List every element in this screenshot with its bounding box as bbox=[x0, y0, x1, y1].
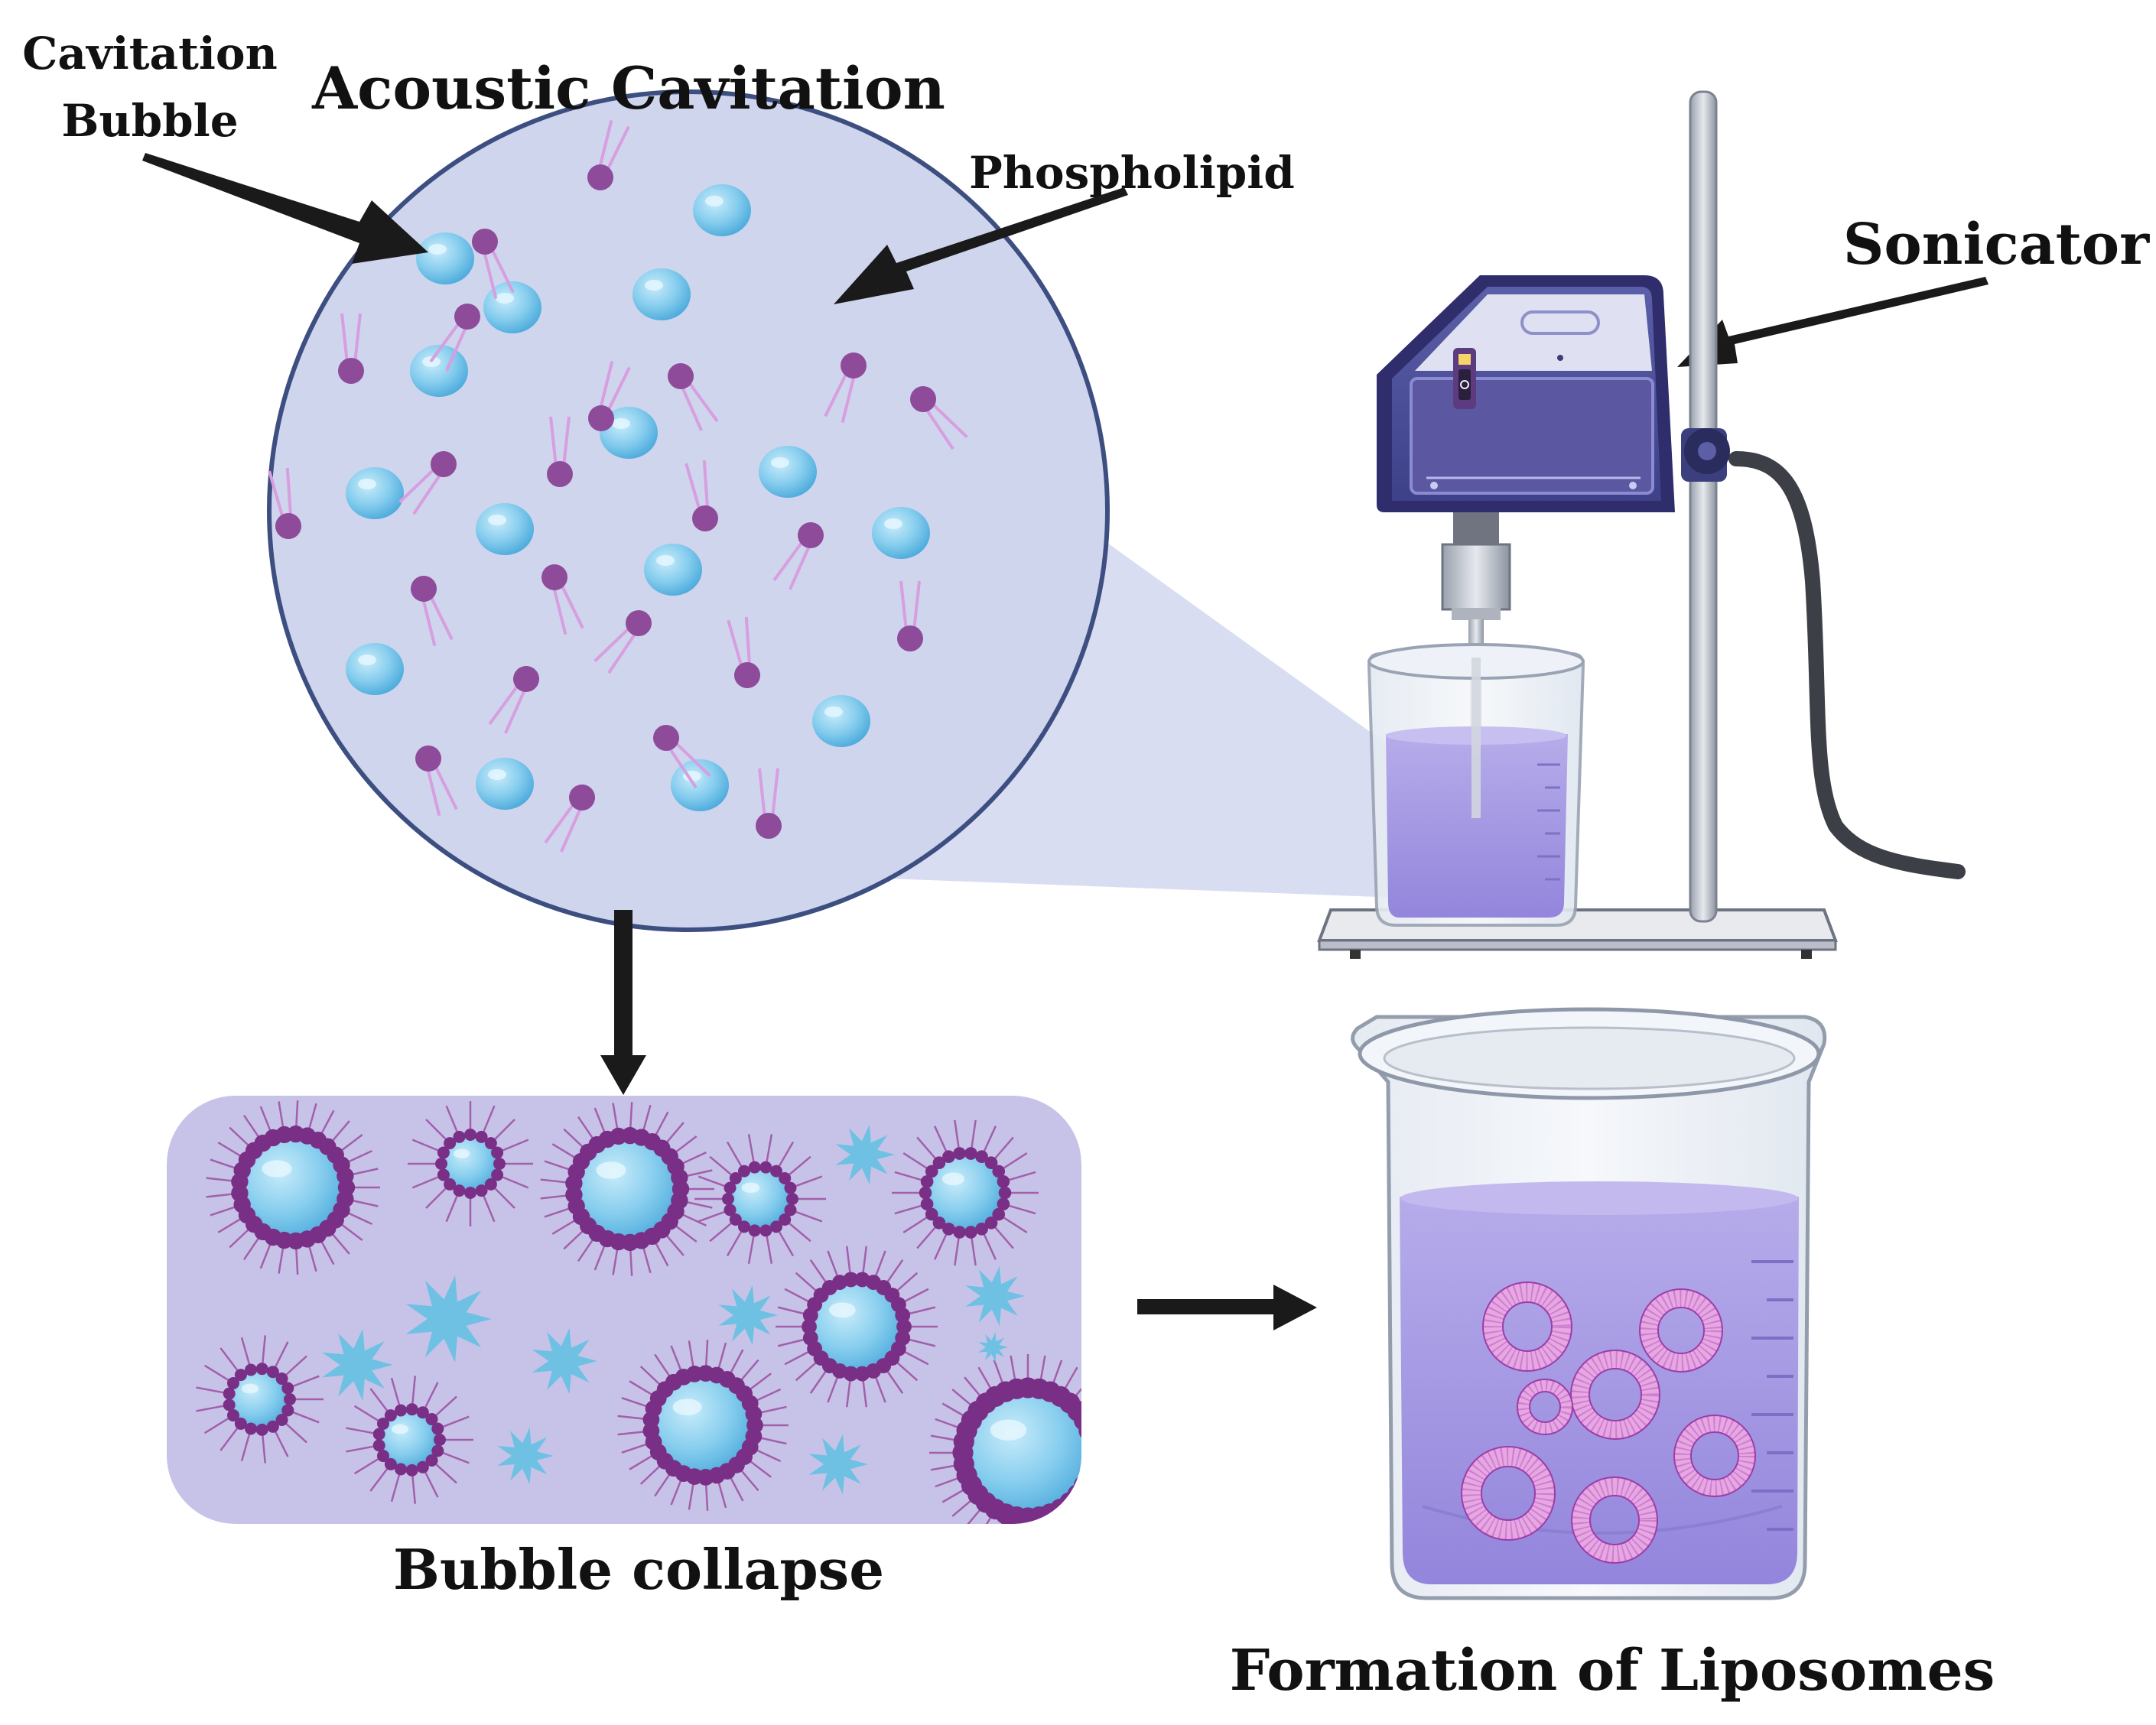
liposome-icon bbox=[1571, 1476, 1658, 1564]
collapsed-bubble bbox=[808, 1434, 868, 1495]
phospholipid-icon bbox=[653, 725, 711, 789]
collapsed-bubble bbox=[718, 1285, 778, 1346]
phospholipid-icon bbox=[415, 746, 458, 817]
sonicator-icon bbox=[1317, 90, 1966, 959]
phospholipid-icon bbox=[772, 522, 824, 590]
phospholipid-icon bbox=[588, 360, 631, 431]
formation-of-liposomes-label: Formation of Liposomes bbox=[1230, 1638, 1995, 1704]
cavitation-bubble bbox=[693, 184, 751, 236]
bubble-collapse-label: Bubble collapse bbox=[393, 1537, 884, 1602]
collapsed-bubble bbox=[321, 1328, 393, 1402]
cavitation-bubble bbox=[483, 281, 541, 333]
liposome-beaker-icon bbox=[1351, 1007, 1827, 1600]
collapsed-bubble bbox=[497, 1427, 554, 1485]
cavitation-bubble-label-line2: Bubble bbox=[61, 95, 238, 147]
phospholipid-icon bbox=[488, 666, 539, 734]
beaker-icon bbox=[1367, 643, 1585, 927]
phospholipid-icon bbox=[824, 352, 867, 424]
phospholipid-icon bbox=[338, 313, 364, 384]
phospholipid-icon bbox=[668, 363, 719, 431]
phospholipid-icon bbox=[756, 768, 782, 839]
lipid-coated-bubble bbox=[206, 1100, 380, 1275]
lipid-coated-bubble bbox=[196, 1335, 324, 1463]
cavitation-bubble bbox=[600, 407, 658, 459]
pointer-arrow-icon bbox=[834, 187, 1128, 304]
cavitation-bubble bbox=[476, 503, 534, 555]
phospholipid-icon bbox=[897, 580, 923, 651]
phospholipid-icon bbox=[429, 304, 480, 372]
phospholipid-icon bbox=[593, 610, 652, 674]
cavitation-bubble bbox=[346, 467, 404, 519]
cavitation-bubble bbox=[759, 446, 817, 498]
cavitation-bubble bbox=[644, 544, 702, 596]
circle-contents bbox=[268, 119, 968, 853]
phospholipid-icon bbox=[727, 616, 760, 688]
lipid-coated-bubble bbox=[694, 1134, 826, 1264]
phospholipid-icon bbox=[910, 386, 968, 450]
liposome-icon bbox=[1639, 1288, 1723, 1373]
collapse-contents bbox=[196, 1100, 1081, 1524]
lipid-coated-bubble bbox=[346, 1376, 473, 1504]
phospholipid-icon bbox=[411, 576, 454, 647]
lipid-coated-bubble bbox=[776, 1246, 938, 1408]
phospholipid-icon bbox=[472, 229, 515, 300]
liposome-icon bbox=[1570, 1350, 1660, 1440]
sonicator-label: Sonicator bbox=[1843, 212, 2150, 278]
phospholipid-icon bbox=[685, 460, 718, 531]
lipid-coated-bubble bbox=[540, 1102, 714, 1276]
collapsed-bubble bbox=[978, 1332, 1008, 1363]
phospholipid-icon bbox=[587, 119, 630, 190]
acoustic-cavitation-title: Acoustic Cavitation bbox=[311, 54, 945, 122]
cavitation-bubble bbox=[476, 758, 534, 810]
lipid-coated-bubble bbox=[617, 1340, 789, 1511]
phospholipid-icon bbox=[547, 416, 573, 487]
liposome-icon bbox=[1517, 1379, 1573, 1435]
lipid-coated-bubble bbox=[892, 1119, 1039, 1266]
liposome-icon bbox=[1461, 1446, 1556, 1541]
collapsed-bubble bbox=[405, 1275, 492, 1363]
phospholipid-icon bbox=[398, 451, 457, 515]
phospholipid-icon bbox=[541, 564, 584, 635]
cavitation-bubble bbox=[812, 695, 870, 747]
phospholipid-icon bbox=[268, 467, 301, 539]
cavitation-bubble bbox=[416, 232, 474, 284]
phospholipid-icon bbox=[544, 785, 595, 853]
pointer-arrow-icon bbox=[142, 153, 428, 264]
phospholipid-label: Phospholipid bbox=[969, 147, 1295, 199]
liposome-icon bbox=[1482, 1282, 1572, 1372]
arrow-down-icon bbox=[600, 910, 646, 1095]
bubble-collapse-panel bbox=[167, 1096, 1081, 1524]
collapsed-bubble bbox=[835, 1124, 895, 1185]
cavitation-bubble bbox=[632, 268, 691, 320]
lipid-coated-bubble bbox=[408, 1101, 533, 1226]
cavitation-bubble bbox=[346, 643, 404, 695]
liposome-icon bbox=[1673, 1415, 1756, 1497]
arrow-right-icon bbox=[1137, 1285, 1317, 1330]
collapsed-bubble bbox=[532, 1327, 597, 1395]
cavitation-bubble bbox=[872, 507, 930, 559]
collapsed-bubble bbox=[965, 1265, 1025, 1327]
liposomes bbox=[1461, 1282, 1756, 1564]
cavitation-bubble-label-line1: Cavitation bbox=[22, 28, 278, 80]
pointer-arrow-icon bbox=[1677, 277, 1989, 367]
acoustic-cavitation-circle bbox=[267, 89, 1110, 932]
